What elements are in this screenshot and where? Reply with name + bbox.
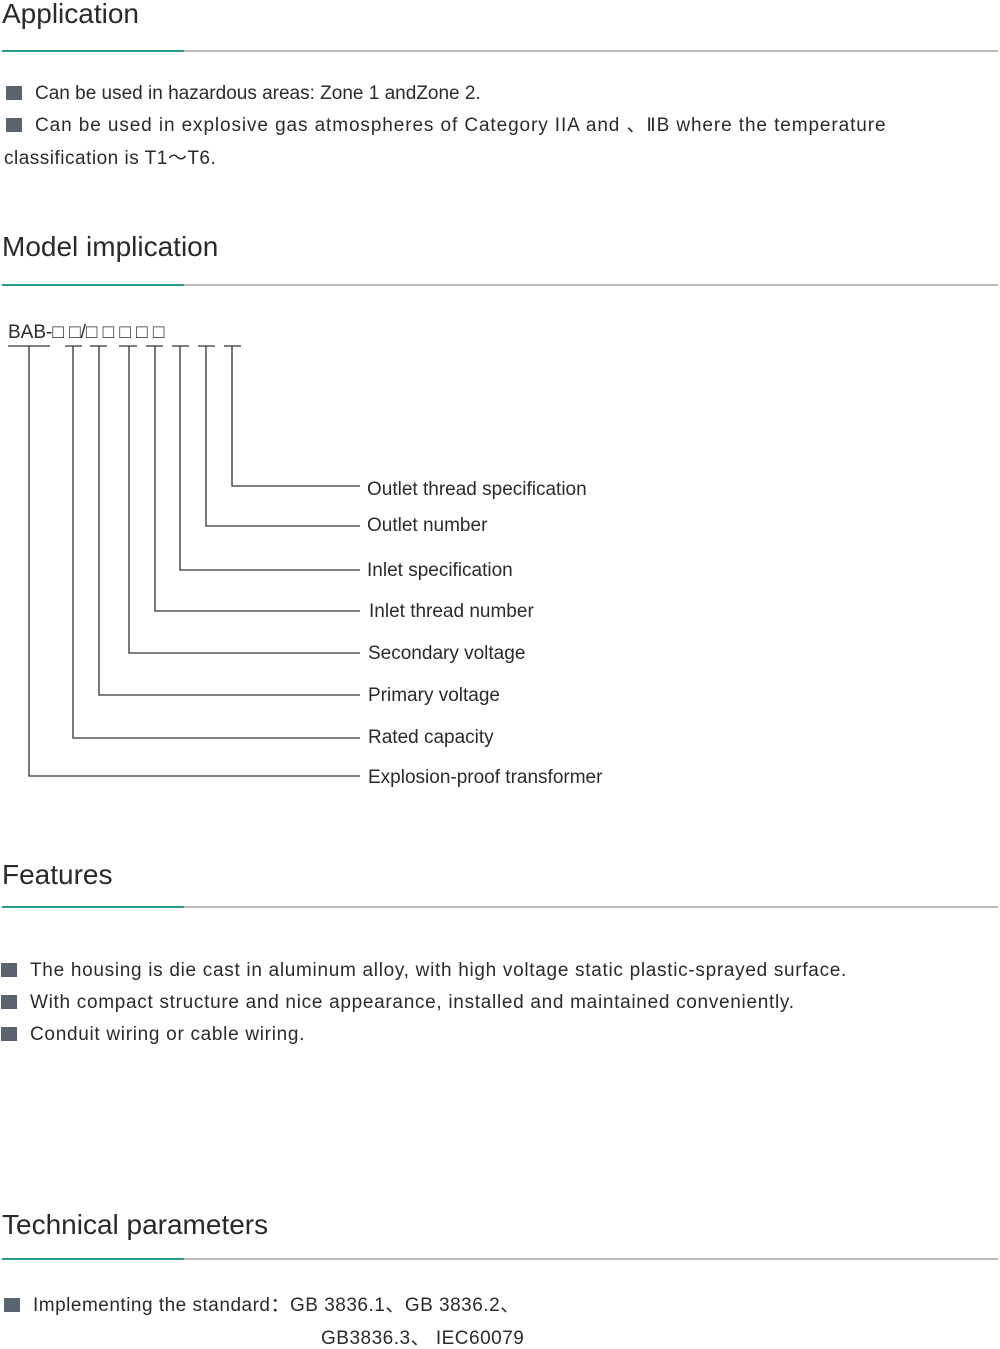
application-item-1: Can be used in hazardous areas: Zone 1 a… (6, 84, 481, 103)
label-primary-voltage: Primary voltage (368, 685, 500, 706)
standard-item: Implementing the standard：GB 3836.1、GB 3… (4, 1296, 520, 1315)
label-inlet-thread-number: Inlet thread number (369, 601, 534, 622)
feature-item-3: Conduit wiring or cable wiring. (1, 1025, 305, 1044)
feature-item-2: With compact structure and nice appearan… (1, 993, 795, 1012)
standard-label: Implementing the standard： (33, 1295, 290, 1316)
square-bullet-icon (6, 118, 22, 132)
model-code: BAB-□ □/□ □ □ □ □ (8, 322, 165, 343)
leader-rated-capacity (72, 346, 360, 739)
square-bullet-icon (6, 86, 22, 100)
leader-inlet-spec (179, 346, 360, 571)
technical-divider (2, 1258, 998, 1260)
application-item-2: Can be used in explosive gas atmospheres… (6, 116, 886, 135)
application-item-2-continued: classification is T1～T6. (4, 148, 217, 169)
label-outlet-thread-specification: Outlet thread specification (367, 479, 587, 500)
leader-outlet-number (205, 346, 360, 527)
standard-values-line-1: GB 3836.1、GB 3836.2、 (289, 1295, 520, 1316)
technical-heading: Technical parameters (2, 1209, 269, 1240)
square-bullet-icon (1, 995, 17, 1009)
label-explosion-proof-transformer: Explosion-proof transformer (368, 767, 603, 788)
label-rated-capacity: Rated capacity (368, 727, 494, 748)
divider-accent (2, 1258, 184, 1260)
features-divider (2, 906, 998, 908)
label-inlet-specification: Inlet specification (367, 560, 513, 581)
feature-item-1-text: The housing is die cast in aluminum allo… (30, 960, 848, 981)
divider-accent (2, 906, 184, 908)
square-bullet-icon (1, 963, 17, 977)
label-outlet-number: Outlet number (367, 515, 488, 536)
standard-values-line-2: GB3836.3、 IEC60079 (321, 1328, 525, 1349)
leader-primary-voltage (98, 346, 360, 696)
leader-secondary-voltage (128, 346, 360, 654)
leader-outlet-thread-spec (231, 346, 360, 487)
model-code-diagram (8, 345, 360, 777)
square-bullet-icon (1, 1027, 17, 1041)
feature-item-1: The housing is die cast in aluminum allo… (1, 961, 847, 980)
model-divider (2, 284, 998, 286)
feature-item-2-text: With compact structure and nice appearan… (30, 992, 795, 1013)
application-heading: Application (2, 0, 139, 29)
square-bullet-icon (4, 1298, 20, 1312)
application-item-1-text: Can be used in hazardous areas: Zone 1 a… (35, 83, 481, 104)
model-heading: Model implication (2, 231, 219, 262)
feature-item-3-text: Conduit wiring or cable wiring. (30, 1024, 306, 1045)
features-heading: Features (2, 859, 113, 890)
divider-accent (2, 50, 184, 52)
application-divider (2, 50, 998, 52)
leader-explosion-proof (28, 346, 360, 777)
leader-inlet-thread-number (154, 346, 360, 612)
label-secondary-voltage: Secondary voltage (368, 643, 526, 664)
application-item-2-text: Can be used in explosive gas atmospheres… (35, 115, 887, 136)
divider-accent (2, 284, 184, 286)
